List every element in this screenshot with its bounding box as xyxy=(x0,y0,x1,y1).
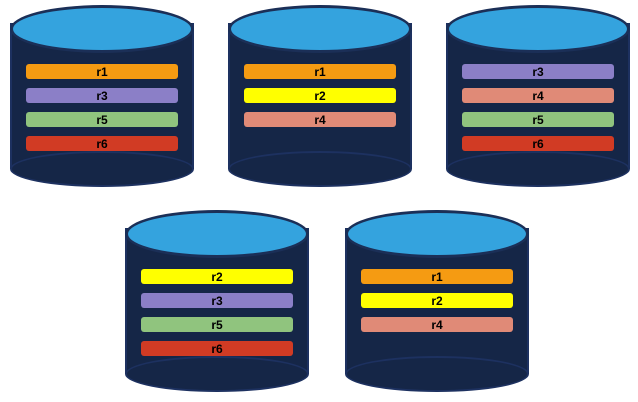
replica-label: r2 xyxy=(431,293,443,308)
replica-label: r1 xyxy=(314,64,326,79)
replica-bar[interactable]: r2 xyxy=(361,293,513,308)
cylinder-top xyxy=(345,210,529,258)
replica-bar[interactable]: r5 xyxy=(462,112,614,127)
replica-bar[interactable]: r3 xyxy=(26,88,178,103)
replica-bar[interactable]: r4 xyxy=(244,112,396,127)
replica-label: r3 xyxy=(96,88,108,103)
replica-label: r5 xyxy=(96,112,108,127)
cylinder-bottom xyxy=(446,151,630,187)
replica-label: r2 xyxy=(211,269,223,284)
replica-bar[interactable]: r6 xyxy=(462,136,614,151)
database-node-1[interactable]: Node 1r1r3r5r6 xyxy=(10,5,194,187)
replica-bar[interactable]: r1 xyxy=(244,64,396,79)
cylinder-bottom xyxy=(10,151,194,187)
replica-bar[interactable]: r6 xyxy=(141,341,293,356)
cylinder-top xyxy=(228,5,412,53)
replica-bar[interactable]: r1 xyxy=(361,269,513,284)
database-node-3[interactable]: Node 3r3r4r5r6 xyxy=(446,5,630,187)
replica-label: r6 xyxy=(96,136,108,151)
cylinder-bottom xyxy=(228,151,412,187)
replica-bar[interactable]: r6 xyxy=(26,136,178,151)
replica-label: r5 xyxy=(532,112,544,127)
replica-list: r1 r3 r5 r6 xyxy=(10,64,194,151)
database-node-2[interactable]: Node 2r1r2r4 xyxy=(228,5,412,187)
cylinder-top xyxy=(10,5,194,53)
replica-bar[interactable]: r2 xyxy=(141,269,293,284)
replica-bar[interactable]: r2 xyxy=(244,88,396,103)
cylinder-bottom xyxy=(345,356,529,392)
replica-label: r1 xyxy=(431,269,443,284)
replica-list: r2 r3 r5 r6 xyxy=(125,269,309,356)
replica-list: r1 r2 r4 xyxy=(228,64,412,127)
replica-bar[interactable]: r3 xyxy=(141,293,293,308)
replica-label: r6 xyxy=(211,341,223,356)
cylinder-bottom xyxy=(125,356,309,392)
replica-bar[interactable]: r5 xyxy=(141,317,293,332)
replica-label: r4 xyxy=(532,88,544,103)
replica-label: r3 xyxy=(532,64,544,79)
replica-label: r1 xyxy=(96,64,108,79)
replica-list: r1 r2 r4 xyxy=(345,269,529,332)
cylinder-top xyxy=(446,5,630,53)
cylinder-top xyxy=(125,210,309,258)
replica-bar[interactable]: r4 xyxy=(462,88,614,103)
replica-label: r6 xyxy=(532,136,544,151)
replica-list: r3 r4 r5 r6 xyxy=(446,64,630,151)
replica-label: r4 xyxy=(431,317,443,332)
replica-bar[interactable]: r5 xyxy=(26,112,178,127)
replica-bar[interactable]: r4 xyxy=(361,317,513,332)
replica-label: r4 xyxy=(314,112,326,127)
database-node-4[interactable]: Node 4r2r3r5r6 xyxy=(125,210,309,392)
replica-bar[interactable]: r1 xyxy=(26,64,178,79)
replica-bar[interactable]: r3 xyxy=(462,64,614,79)
replica-label: r5 xyxy=(211,317,223,332)
replica-label: r3 xyxy=(211,293,223,308)
replica-label: r2 xyxy=(314,88,326,103)
database-node-5[interactable]: Node 5r1r2r4 xyxy=(345,210,529,392)
